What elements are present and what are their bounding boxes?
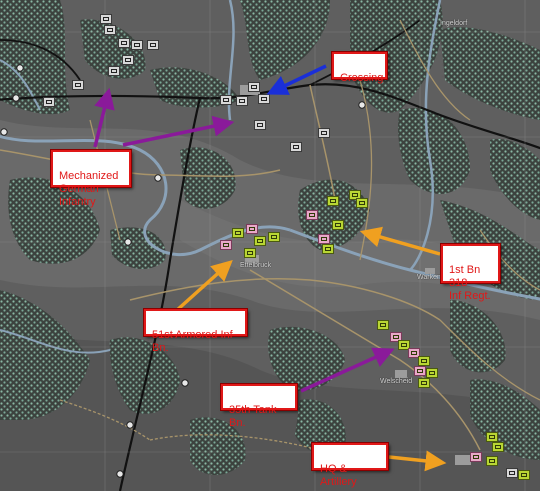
us-unit-counter[interactable]	[492, 442, 504, 452]
town-label: Ingeldorf	[440, 20, 468, 27]
us-unit-counter[interactable]	[418, 378, 430, 388]
us-unit-counter[interactable]	[356, 198, 368, 208]
german-unit-counter[interactable]	[254, 120, 266, 130]
german-unit-counter[interactable]	[290, 142, 302, 152]
german-unit-counter[interactable]	[72, 80, 84, 90]
us-unit-counter[interactable]	[322, 244, 334, 254]
us-unit-counter[interactable]	[246, 224, 258, 234]
us-unit-counter[interactable]	[408, 348, 420, 358]
us-unit-counter[interactable]	[306, 210, 318, 220]
german-unit-counter[interactable]	[122, 55, 134, 65]
german-unit-counter[interactable]	[147, 40, 159, 50]
us-unit-counter[interactable]	[244, 248, 256, 258]
us-unit-counter[interactable]	[349, 190, 361, 200]
crossing-callout: Crossing	[332, 52, 387, 84]
hq-artillery-callout: HQ & Artillery	[312, 443, 388, 488]
tank-35-label: 35th Tank Bn.	[229, 404, 277, 429]
mech-infantry-callout: Mechanized German Infantry	[51, 150, 131, 208]
tank-35-callout: 35th Tank Bn.	[221, 384, 297, 429]
german-unit-counter[interactable]	[258, 94, 270, 104]
german-unit-counter[interactable]	[236, 96, 248, 106]
german-unit-counter[interactable]	[100, 14, 112, 24]
us-unit-counter[interactable]	[332, 220, 344, 230]
german-unit-counter[interactable]	[43, 97, 55, 107]
german-unit-counter[interactable]	[108, 66, 120, 76]
us-unit-counter[interactable]	[486, 456, 498, 466]
town-label: Welscheid	[380, 378, 413, 385]
us-unit-counter[interactable]	[426, 368, 438, 378]
us-unit-counter[interactable]	[318, 234, 330, 244]
us-unit-counter[interactable]	[390, 332, 402, 342]
us-unit-counter[interactable]	[418, 356, 430, 366]
first-bn-318-label: 1st Bn 318 Inf Regt.	[449, 264, 491, 302]
german-unit-counter[interactable]	[220, 95, 232, 105]
crossing-label: Crossing	[340, 72, 384, 84]
town-label: Warken	[417, 274, 441, 281]
german-unit-counter[interactable]	[118, 38, 130, 48]
us-unit-counter[interactable]	[220, 240, 232, 250]
unit-counter[interactable]	[506, 468, 518, 478]
us-unit-counter[interactable]	[518, 470, 530, 480]
us-unit-counter[interactable]	[377, 320, 389, 330]
us-unit-counter[interactable]	[268, 232, 280, 242]
us-unit-counter[interactable]	[254, 236, 266, 246]
us-unit-counter[interactable]	[486, 432, 498, 442]
town-label: Ettelbruck	[240, 262, 272, 269]
us-unit-counter[interactable]	[327, 196, 339, 206]
armored-inf-51-callout: 51st Armored Inf Bn.	[144, 309, 247, 354]
us-unit-counter[interactable]	[470, 452, 482, 462]
armored-inf-51-label: 51st Armored Inf Bn.	[152, 329, 233, 354]
german-unit-counter[interactable]	[104, 25, 116, 35]
us-unit-counter[interactable]	[398, 340, 410, 350]
us-unit-counter[interactable]	[414, 366, 426, 376]
german-unit-counter[interactable]	[131, 40, 143, 50]
us-unit-counter[interactable]	[232, 228, 244, 238]
first-bn-318-callout: 1st Bn 318 Inf Regt.	[441, 244, 500, 302]
hq-artillery-label: HQ & Artillery	[320, 463, 357, 488]
german-unit-counter[interactable]	[248, 82, 260, 92]
german-unit-counter[interactable]	[318, 128, 330, 138]
mech-infantry-label: Mechanized German Infantry	[59, 170, 119, 208]
